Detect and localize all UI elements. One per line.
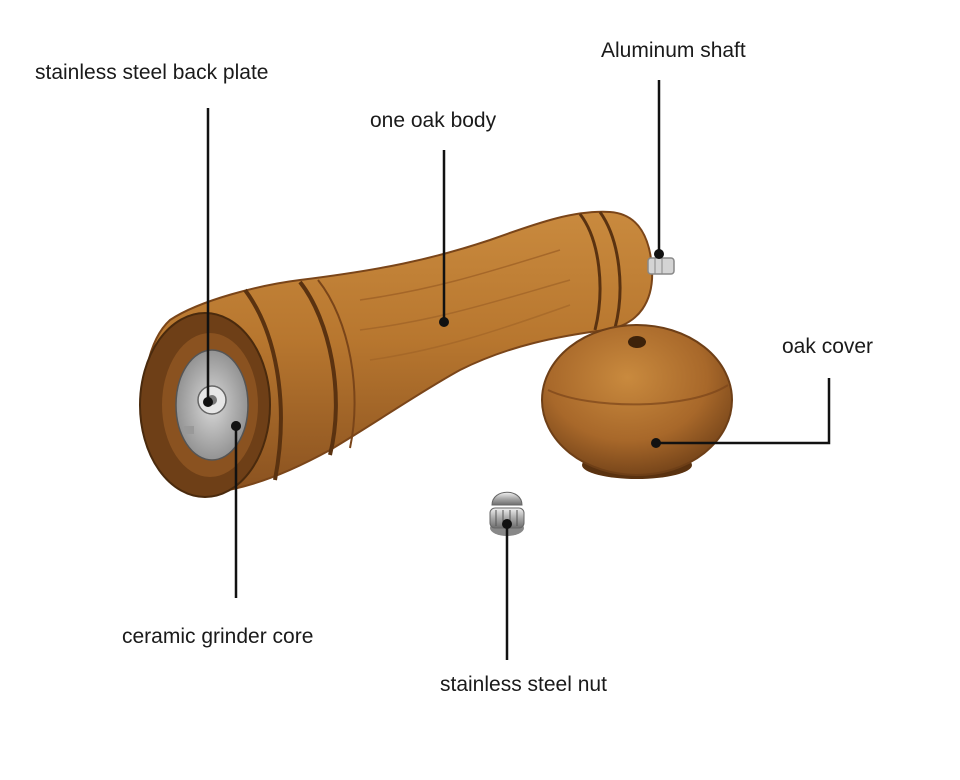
leader-shaft: [654, 80, 664, 259]
aluminum-shaft: [647, 257, 675, 275]
label-cover: oak cover: [782, 335, 874, 358]
leader-core: [231, 421, 241, 598]
oak-cover: [541, 324, 733, 479]
grinder-body: [142, 210, 654, 494]
label-core: ceramic grinder core: [122, 625, 314, 648]
label-back-plate: stainless steel back plate: [35, 61, 269, 84]
label-body: one oak body: [370, 109, 497, 132]
leader-body: [439, 150, 449, 327]
label-shaft: Aluminum shaft: [601, 39, 746, 62]
label-nut: stainless steel nut: [440, 673, 607, 696]
leader-cover: [651, 378, 831, 448]
leader-back-plate: [203, 108, 213, 407]
leader-nut: [502, 519, 512, 660]
